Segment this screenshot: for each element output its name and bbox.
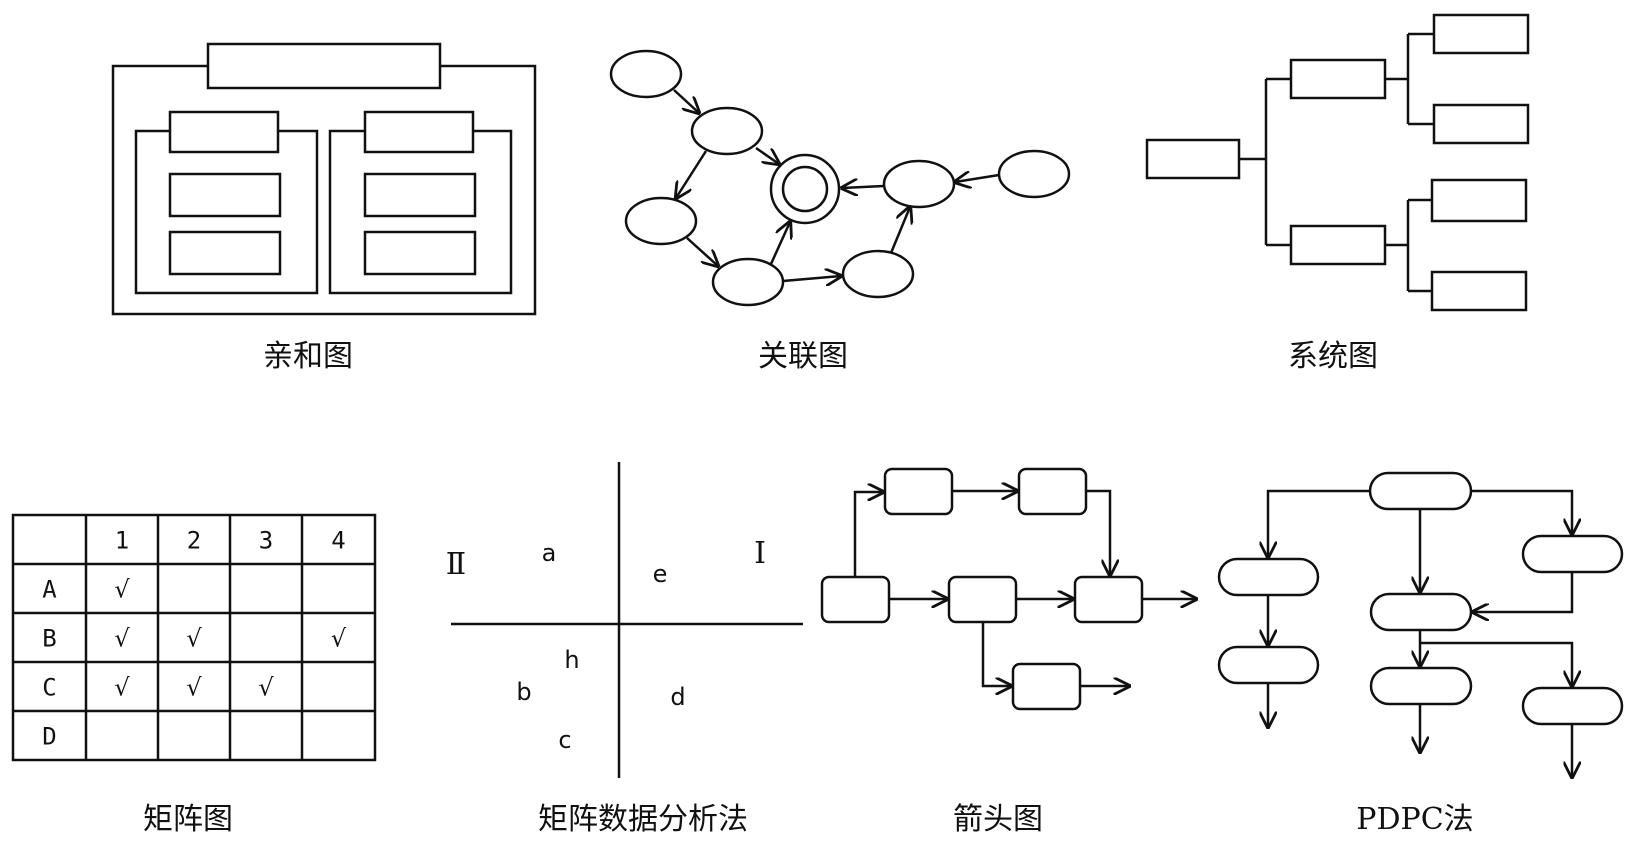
arrow-activity xyxy=(947,575,1018,624)
pdpc-link xyxy=(1420,641,1572,686)
relation-diagram: 关联图 xyxy=(609,49,1071,374)
quadrant-label-i: Ⅰ xyxy=(754,536,766,571)
matrix-col-header: 4 xyxy=(331,527,345,555)
affinity-card xyxy=(168,230,282,276)
matrix-col-header: 1 xyxy=(115,527,129,555)
matrix-col-header: 2 xyxy=(187,527,201,555)
matrix-check-mark: √ xyxy=(114,625,130,653)
system-leaf xyxy=(1432,103,1530,145)
system-leaf xyxy=(1430,270,1528,312)
relation-node xyxy=(690,106,764,156)
quadrant-label-ii: Ⅱ xyxy=(446,547,466,582)
matrix-data-diagram: Ⅱ Ⅰ a e h b d c 矩阵数据分析法 xyxy=(446,462,803,837)
relation-node xyxy=(711,257,785,307)
relation-arrow xyxy=(769,222,790,265)
point-d: d xyxy=(670,683,685,711)
affinity-card xyxy=(363,230,477,276)
caption-matrix: 矩阵图 xyxy=(143,802,233,837)
pdpc-start-node xyxy=(1368,471,1473,511)
caption-affinity: 亲和图 xyxy=(263,339,353,374)
relation-node xyxy=(609,49,683,99)
pdpc-node xyxy=(1521,534,1624,574)
affinity-group-left xyxy=(134,129,319,295)
affinity-card xyxy=(363,172,477,218)
relation-arrow xyxy=(686,237,718,266)
point-a: a xyxy=(542,539,557,567)
caption-relation: 关联图 xyxy=(758,339,848,374)
relation-key-node-inner xyxy=(781,165,829,213)
caption-pdpc: PDPC法 xyxy=(1356,802,1473,837)
pdpc-node xyxy=(1217,557,1320,597)
pdpc-diagram: PDPC法 xyxy=(1217,471,1624,837)
matrix-check-mark: √ xyxy=(114,576,130,604)
system-branch xyxy=(1289,58,1387,100)
matrix-check-mark: √ xyxy=(258,674,274,702)
affinity-diagram: 亲和图 xyxy=(111,42,537,374)
caption-matrix-data: 矩阵数据分析法 xyxy=(538,802,748,837)
arrow-activity xyxy=(1073,575,1144,624)
pdpc-node xyxy=(1369,592,1473,632)
matrix-row-header: C xyxy=(42,674,56,702)
system-connector xyxy=(1385,198,1432,293)
arrow-diagram: 箭头图 xyxy=(820,467,1196,837)
relation-arrow xyxy=(782,276,841,281)
system-connector xyxy=(1239,77,1291,247)
arrow-activity xyxy=(883,467,954,516)
matrix-check-mark: √ xyxy=(186,625,202,653)
affinity-title-box xyxy=(206,42,442,90)
matrix-check-mark: √ xyxy=(186,674,202,702)
arrow-activity xyxy=(820,575,891,624)
arrow-link xyxy=(981,622,1011,686)
arrow-link xyxy=(1086,489,1110,575)
system-root xyxy=(1145,138,1241,180)
arrow-activity xyxy=(1017,467,1088,516)
matrix-check-mark: √ xyxy=(114,674,130,702)
point-b: b xyxy=(516,678,531,706)
relation-arrow xyxy=(755,146,779,164)
matrix-grid-frame xyxy=(11,513,377,762)
relation-arrow xyxy=(842,186,885,188)
relation-arrow xyxy=(673,89,699,113)
system-leaf xyxy=(1430,178,1528,223)
pdpc-link xyxy=(1471,489,1572,534)
relation-node xyxy=(624,196,698,246)
system-connector xyxy=(1385,32,1434,126)
relation-node xyxy=(882,159,956,209)
caption-arrow: 箭头图 xyxy=(953,802,1043,837)
affinity-card xyxy=(168,172,282,218)
system-leaf xyxy=(1432,13,1530,55)
pdpc-link xyxy=(1473,572,1574,612)
affinity-outer-frame xyxy=(111,64,537,316)
relation-arrow xyxy=(889,207,910,254)
affinity-group-right xyxy=(328,129,513,295)
pdpc-node xyxy=(1217,645,1320,685)
relation-arrow xyxy=(955,175,1000,182)
system-branch xyxy=(1289,224,1387,266)
affinity-group-left-header xyxy=(168,110,280,154)
system-diagram: 系统图 xyxy=(1145,13,1530,374)
point-e: e xyxy=(653,560,668,588)
caption-system: 系统图 xyxy=(1288,339,1378,374)
arrow-link xyxy=(853,492,883,577)
affinity-group-right-header xyxy=(363,110,475,154)
matrix-row-header: A xyxy=(42,576,57,604)
matrix-grid-lines xyxy=(13,515,375,760)
matrix-row-header: B xyxy=(42,625,56,653)
matrix-check-mark: √ xyxy=(331,625,347,653)
point-h: h xyxy=(564,646,579,674)
relation-node xyxy=(841,249,915,299)
matrix-labels: 1 2 3 4A √ B √ √ √ C √ √ √ D xyxy=(42,527,347,751)
matrix-diagram: 1 2 3 4A √ B √ √ √ C √ √ √ D 矩阵图 xyxy=(11,513,377,837)
pdpc-link xyxy=(1268,489,1370,557)
matrix-row-header: D xyxy=(42,723,56,751)
relation-arrow xyxy=(676,150,708,198)
relation-key-node-outer xyxy=(769,153,841,225)
pdpc-node xyxy=(1369,666,1473,706)
point-c: c xyxy=(558,726,571,754)
pdpc-node xyxy=(1521,686,1624,726)
arrow-activity xyxy=(1011,662,1082,711)
matrix-col-header: 3 xyxy=(259,527,273,555)
relation-node xyxy=(997,149,1071,199)
